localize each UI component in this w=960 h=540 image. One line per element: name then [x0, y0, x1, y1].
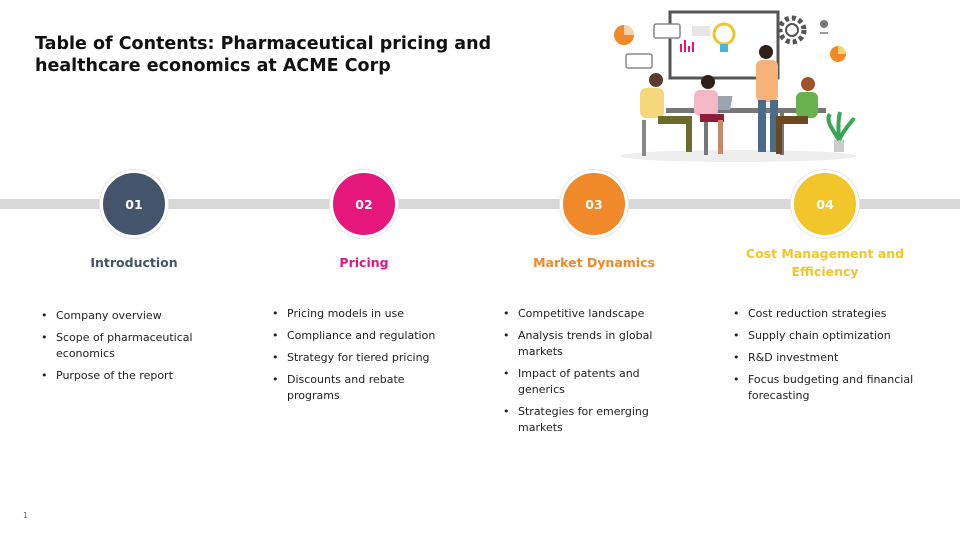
section-number-badge: 02: [330, 170, 398, 238]
section-number: 02: [355, 196, 373, 212]
section-heading: Introduction: [90, 255, 178, 270]
list-item: Impact of patents and generics: [503, 366, 688, 398]
page-number: 1: [23, 511, 29, 520]
section-heading: Market Dynamics: [533, 255, 655, 270]
section-number: 01: [125, 196, 143, 212]
list-item: Scope of pharmaceutical economics: [41, 330, 226, 362]
list-item: Company overview: [41, 308, 226, 324]
team-meeting-illustration: [614, 10, 856, 162]
section-number: 03: [585, 196, 603, 212]
section-bullets: Competitive landscape Analysis trends in…: [503, 306, 688, 442]
list-item: Analysis trends in global markets: [503, 328, 688, 360]
list-item: Focus budgeting and financial forecastin…: [733, 372, 918, 404]
list-item: Strategy for tiered pricing: [272, 350, 457, 366]
slide-title: Table of Contents: Pharmaceutical pricin…: [35, 34, 492, 76]
section-bullets: Cost reduction strategies Supply chain o…: [733, 306, 918, 410]
list-item: Supply chain optimization: [733, 328, 918, 344]
list-item: Cost reduction strategies: [733, 306, 918, 322]
section-number-badge: 04: [791, 170, 859, 238]
section-bullets: Pricing models in use Compliance and reg…: [272, 306, 457, 410]
section-bullets: Company overview Scope of pharmaceutical…: [41, 308, 226, 390]
section-number-badge: 01: [100, 170, 168, 238]
section-heading: Pricing: [339, 255, 389, 270]
list-item: Discounts and rebate programs: [272, 372, 457, 404]
section-number-badge: 03: [560, 170, 628, 238]
section-heading: Cost Management and Efficiency: [745, 246, 905, 279]
list-item: Competitive landscape: [503, 306, 688, 322]
timeline-bar: [0, 199, 960, 209]
section-number: 04: [816, 196, 834, 212]
list-item: Pricing models in use: [272, 306, 457, 322]
list-item: R&D investment: [733, 350, 918, 366]
list-item: Purpose of the report: [41, 368, 226, 384]
list-item: Strategies for emerging markets: [503, 404, 688, 436]
list-item: Compliance and regulation: [272, 328, 457, 344]
